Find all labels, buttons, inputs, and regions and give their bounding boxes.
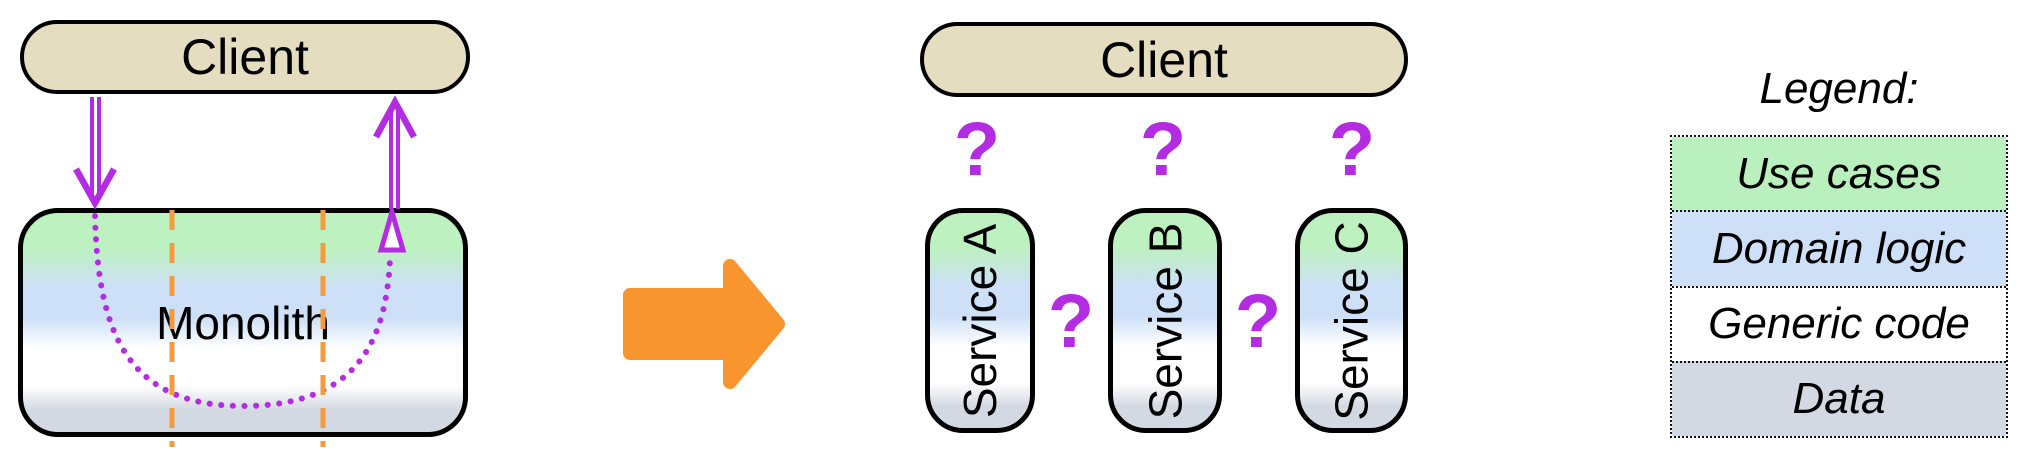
- legend-title: Legend:: [1759, 64, 1919, 113]
- question-mark-service-b-c: ?: [1234, 279, 1282, 364]
- question-mark-client-service-c: ?: [1328, 107, 1376, 192]
- service-c-box: Service C: [1295, 208, 1408, 433]
- down-arrow-icon: [73, 97, 117, 210]
- service-b-box: Service B: [1108, 208, 1222, 433]
- legend-box: Use cases Domain logic Generic code Data: [1670, 135, 2008, 438]
- service-a-box: Service A: [925, 208, 1035, 433]
- service-a-label: Service A: [954, 223, 1006, 418]
- legend-label: Use cases: [1736, 148, 1942, 198]
- question-mark-service-a-b: ?: [1047, 279, 1095, 364]
- monolith-box: Monolith: [18, 208, 468, 437]
- service-b-label: Service B: [1139, 222, 1192, 419]
- question-mark-client-service-a: ?: [953, 107, 1001, 192]
- legend-label: Generic code: [1708, 299, 1970, 349]
- client-label: Client: [181, 29, 309, 85]
- transform-arrow-icon: [623, 259, 785, 389]
- legend-row-data: Data: [1672, 360, 2006, 436]
- client-label: Client: [1100, 31, 1228, 88]
- up-arrow-icon: [373, 95, 417, 209]
- legend-label: Domain logic: [1711, 223, 1967, 273]
- question-mark-client-service-b: ?: [1139, 107, 1187, 192]
- legend-label: Data: [1792, 374, 1886, 424]
- service-c-label: Service C: [1325, 220, 1378, 421]
- monolith-label: Monolith: [156, 296, 330, 349]
- legend-row-use-cases: Use cases: [1672, 137, 2006, 211]
- legend-row-domain-logic: Domain logic: [1672, 210, 2006, 286]
- client-box-right: Client: [920, 22, 1408, 97]
- client-box-left: Client: [20, 20, 470, 94]
- legend-row-generic-code: Generic code: [1672, 285, 2006, 361]
